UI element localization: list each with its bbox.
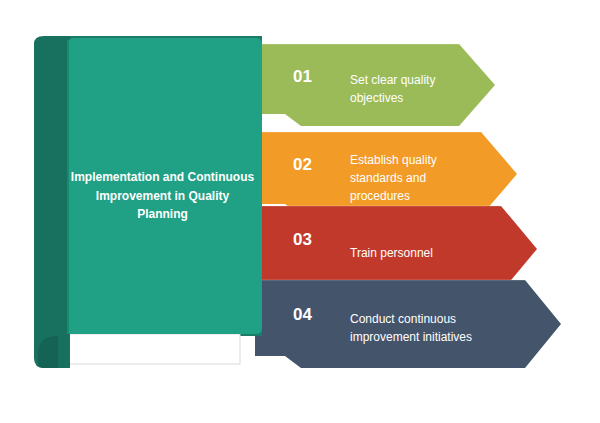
book-shape: Implementation and Continuous Improvemen… — [30, 36, 270, 376]
step-arrow-band: 03Train personnel — [255, 206, 537, 292]
step-label: Set clear quality objectives — [350, 71, 450, 107]
step-label: Train personnel — [350, 244, 492, 262]
arrow-fill — [255, 206, 537, 292]
arrow-highlight — [255, 132, 481, 133]
arrow-highlight — [255, 280, 525, 281]
arrow-highlight — [255, 206, 501, 207]
front-cover — [68, 38, 262, 334]
arrow-fill — [255, 280, 561, 368]
cover-edge — [67, 40, 69, 334]
arrow-fill — [255, 44, 495, 126]
step-number: 01 — [293, 67, 312, 87]
step-number: 03 — [293, 230, 312, 250]
spine-curl — [38, 336, 58, 368]
book-title: Implementation and Continuous Improvemen… — [70, 168, 255, 224]
step-arrow-band: 02 Establish quality standards and proced… — [255, 132, 517, 216]
arrow-highlight — [255, 44, 459, 45]
book-pages — [58, 334, 240, 364]
back-cover — [42, 36, 262, 348]
step-number: 02 — [293, 155, 312, 175]
step-number: 04 — [293, 305, 312, 325]
arrow-fill — [255, 132, 517, 216]
book-outline — [30, 36, 270, 376]
book-spine — [34, 36, 70, 368]
step-arrow-band: 01 Set clear quality objectives — [255, 44, 495, 126]
step-label: Establish quality standards and procedur… — [350, 151, 472, 205]
step-label: Conduct continuous improvement initiativ… — [350, 310, 516, 346]
step-arrow-band: 04 Conduct continuous improvement initiat… — [255, 280, 561, 368]
